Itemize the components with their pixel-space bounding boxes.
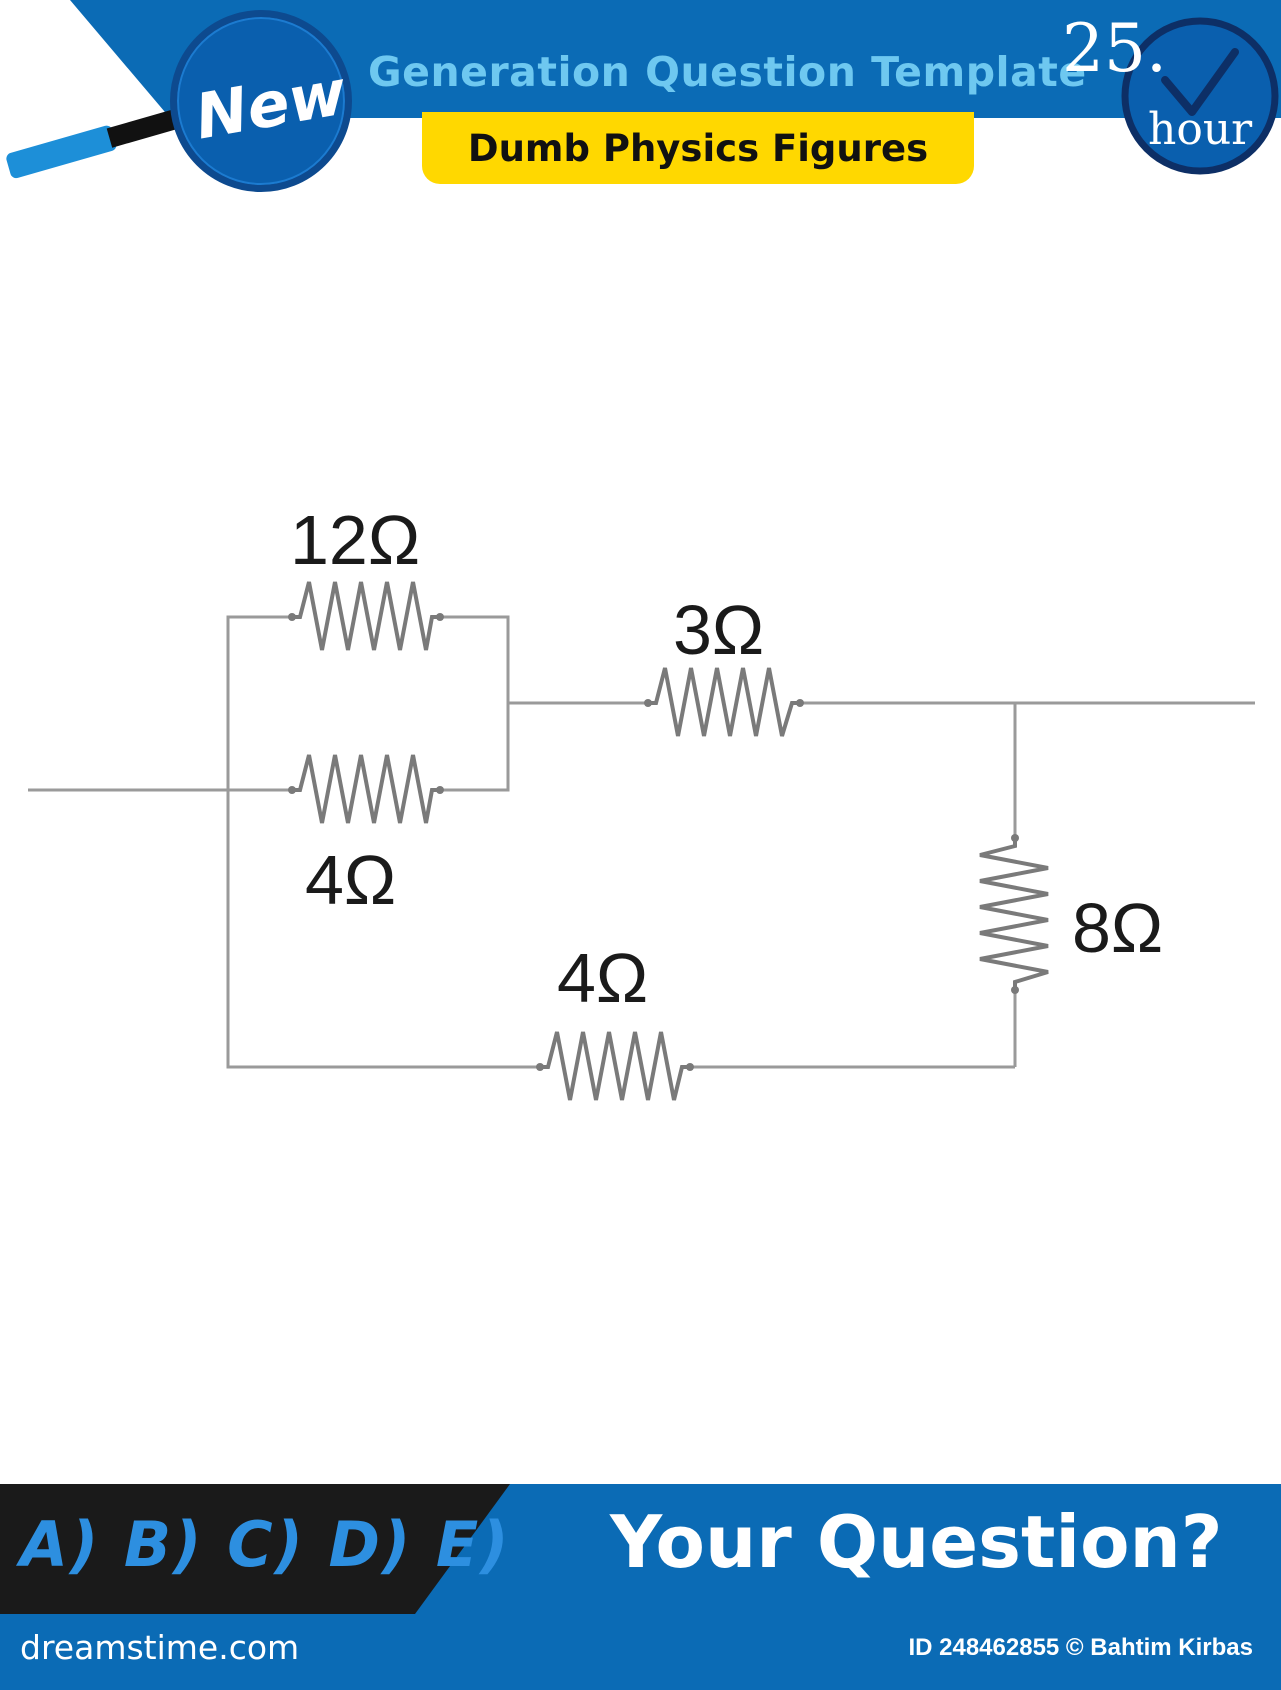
credit-bar: [0, 1614, 1281, 1690]
subtitle-text: Dumb Physics Figures: [467, 126, 929, 170]
circuit-wires: [28, 615, 1255, 1069]
answers-panel: [0, 1484, 510, 1614]
resistor-label-4-ohm-middle: 4Ω: [305, 841, 397, 919]
answer-options: A) B) C) D) E): [20, 1508, 511, 1581]
question-prompt: Your Question?: [610, 1500, 1223, 1584]
clock-number: 25.: [1062, 10, 1167, 87]
site-logo: dreamstime.com: [20, 1628, 300, 1667]
resistor-label-3-ohm: 3Ω: [673, 591, 765, 669]
resistor-4-ohm-middle: [292, 754, 440, 824]
page-title: Generation Question Template: [368, 48, 1087, 96]
resistor-8-ohm: [979, 838, 1049, 990]
subtitle-pill: Dumb Physics Figures: [422, 112, 974, 184]
resistor-label-8-ohm: 8Ω: [1072, 889, 1164, 967]
resistor-12-ohm: [292, 581, 440, 651]
resistor-label-12-ohm: 12Ω: [290, 501, 421, 579]
resistor-label-4-ohm-bottom: 4Ω: [557, 939, 649, 1017]
clock-unit: hour: [1148, 104, 1253, 155]
new-badge: [170, 10, 352, 192]
image-credit: ID 248462855 © Bahtim Kirbas: [908, 1634, 1253, 1661]
resistor-3-ohm: [648, 667, 800, 737]
resistor-4-ohm-bottom: [540, 1031, 690, 1101]
